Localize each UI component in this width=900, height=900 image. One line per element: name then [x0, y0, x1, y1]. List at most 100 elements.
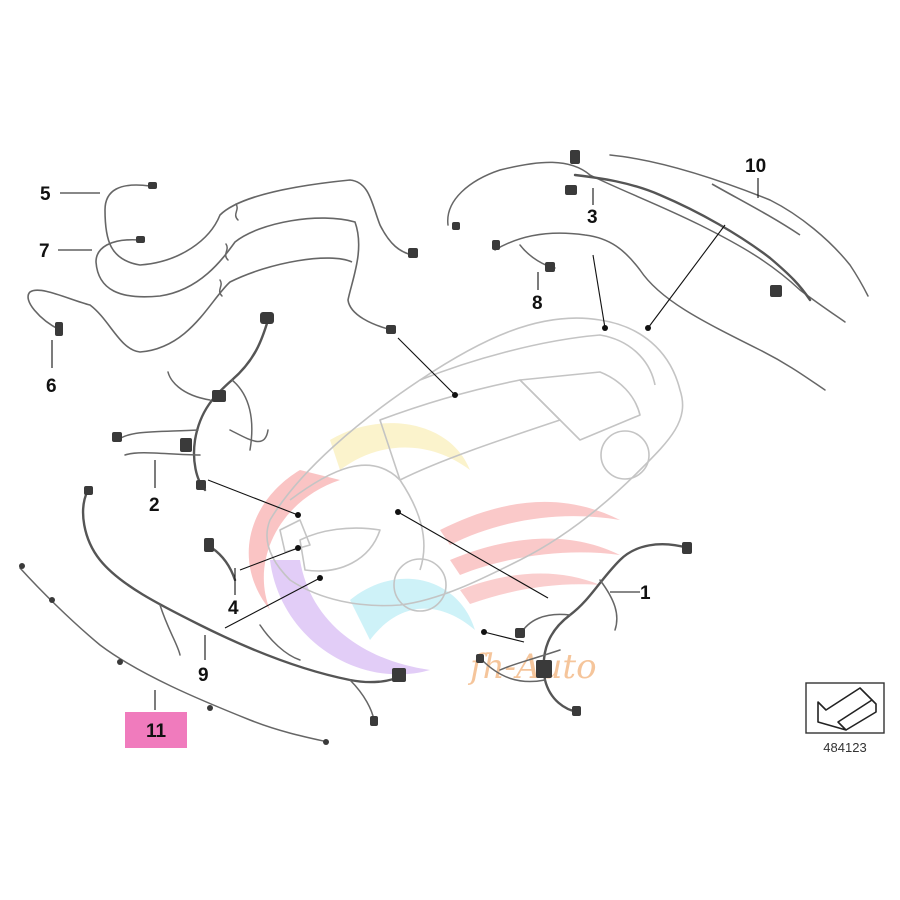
reference-code: 484123	[823, 740, 866, 755]
harness-9	[81, 486, 406, 726]
harness-4-connector	[204, 538, 214, 552]
leader-dot-10	[645, 325, 651, 331]
callout-5: 5	[40, 184, 51, 205]
harness-7	[95, 217, 393, 331]
car-roof	[419, 334, 656, 386]
leader-5-car	[397, 337, 456, 396]
harness-3-connector-c	[770, 285, 782, 297]
harness-9-branch-b	[259, 624, 301, 661]
leader-1-car	[397, 511, 549, 599]
reference-block: 484123	[805, 682, 885, 755]
callout-11: 11	[146, 721, 167, 742]
callout-7: 7	[39, 241, 50, 262]
harness-9-connector-end	[392, 668, 406, 682]
car-front-wheel	[393, 558, 447, 612]
harness-9-branch-a	[159, 604, 181, 656]
harness-2-branch-c	[117, 429, 199, 441]
harness-2-connector-left	[112, 432, 122, 442]
harness-group-3-8-10	[447, 150, 869, 391]
harness-1-branch-a	[519, 613, 571, 636]
watermark-stripe-3	[460, 573, 600, 604]
harness-1-branch-b	[499, 649, 561, 671]
harness-4-cable	[210, 546, 237, 582]
harness-1	[476, 542, 692, 716]
leader-dot-9	[317, 575, 323, 581]
callout-8: 8	[532, 293, 543, 314]
car-headlight	[279, 519, 311, 553]
harness-2	[112, 312, 274, 492]
callout-3: 3	[587, 207, 598, 228]
harness-3-main	[573, 173, 812, 302]
harness-3-connector-a	[570, 150, 580, 164]
car-grille	[299, 527, 381, 572]
harness-4	[204, 538, 237, 582]
harness-5	[104, 179, 413, 266]
car-body	[266, 317, 684, 607]
break-mark-2	[224, 243, 229, 261]
harness-1-connector-far-left	[476, 654, 484, 663]
harness-6	[27, 257, 353, 353]
callout-6: 6	[46, 376, 57, 397]
harness-group-5-6-7	[27, 179, 418, 353]
harness-11-sensor-a	[19, 563, 25, 569]
harness-2-branch-d	[124, 452, 201, 456]
callout-9: 9	[198, 665, 209, 686]
harness-2-branch-e	[229, 429, 269, 443]
harness-1-connector-top	[682, 542, 692, 554]
harness-10-tube	[711, 183, 801, 236]
harness-2-connector-mid	[180, 438, 192, 452]
harness-9-branch-c	[349, 679, 375, 721]
watermark-logo	[248, 423, 620, 675]
leader-dot-2	[295, 512, 301, 518]
highlight-box	[125, 712, 187, 748]
harness-9-connector-top	[84, 486, 93, 495]
harness-8-connector	[545, 262, 555, 272]
harness-7-connector	[136, 236, 145, 243]
watermark-text: fh-Auto	[467, 647, 597, 687]
harness-2-connector-center	[212, 390, 226, 402]
harness-1-connector-bottom	[572, 706, 581, 716]
harness-2-connector-top	[260, 312, 274, 324]
arrow-diagonal-icon	[817, 687, 877, 731]
harness-11-sensor-e	[323, 739, 329, 745]
harness-11-cable	[19, 567, 329, 743]
car-rear-wheel	[600, 430, 650, 480]
harness-5-end-connector	[408, 248, 418, 258]
watermark-swirl-purple	[270, 560, 430, 675]
leader-2-car	[207, 479, 299, 516]
car-hood	[289, 464, 425, 571]
leader-1-left	[483, 631, 525, 643]
break-mark-3	[218, 279, 223, 297]
harness-2-branch-b	[167, 371, 211, 401]
harness-3-connector-end	[452, 222, 460, 230]
leader-3-car	[592, 254, 606, 329]
leader-10-car	[647, 224, 726, 329]
leader-lines	[51, 178, 759, 710]
leader-dot-4	[295, 545, 301, 551]
leader-dot-3	[602, 325, 608, 331]
harness-8-cable	[494, 232, 826, 391]
harness-9-connector-low	[370, 716, 378, 726]
harness-11	[19, 563, 329, 745]
harness-11-sensor-b	[49, 597, 55, 603]
watermark-stripe-1	[440, 501, 620, 545]
leader-dot-5	[452, 392, 458, 398]
callout-2: 2	[149, 495, 160, 516]
leader-dot-1-left	[481, 629, 487, 635]
harness-2-trunk	[192, 318, 270, 492]
harness-1-connector-block	[536, 660, 552, 678]
break-mark-1	[234, 203, 239, 221]
leader-9-car	[224, 577, 321, 629]
watermark-swirl-yellow	[330, 423, 470, 470]
leader-dot-1	[395, 509, 401, 515]
harness-11-sensor-c	[117, 659, 123, 665]
callout-4: 4	[228, 598, 239, 619]
harness-8-connector-end	[492, 240, 500, 250]
harness-10-cable	[609, 154, 869, 297]
callout-10: 10	[745, 156, 766, 177]
harness-3-connector-b	[565, 185, 577, 195]
harness-1-branch-c	[599, 579, 618, 631]
harness-1-branch-d	[481, 659, 546, 683]
harness-7-end-connector	[386, 325, 396, 334]
harness-1-connector-left	[515, 628, 525, 638]
